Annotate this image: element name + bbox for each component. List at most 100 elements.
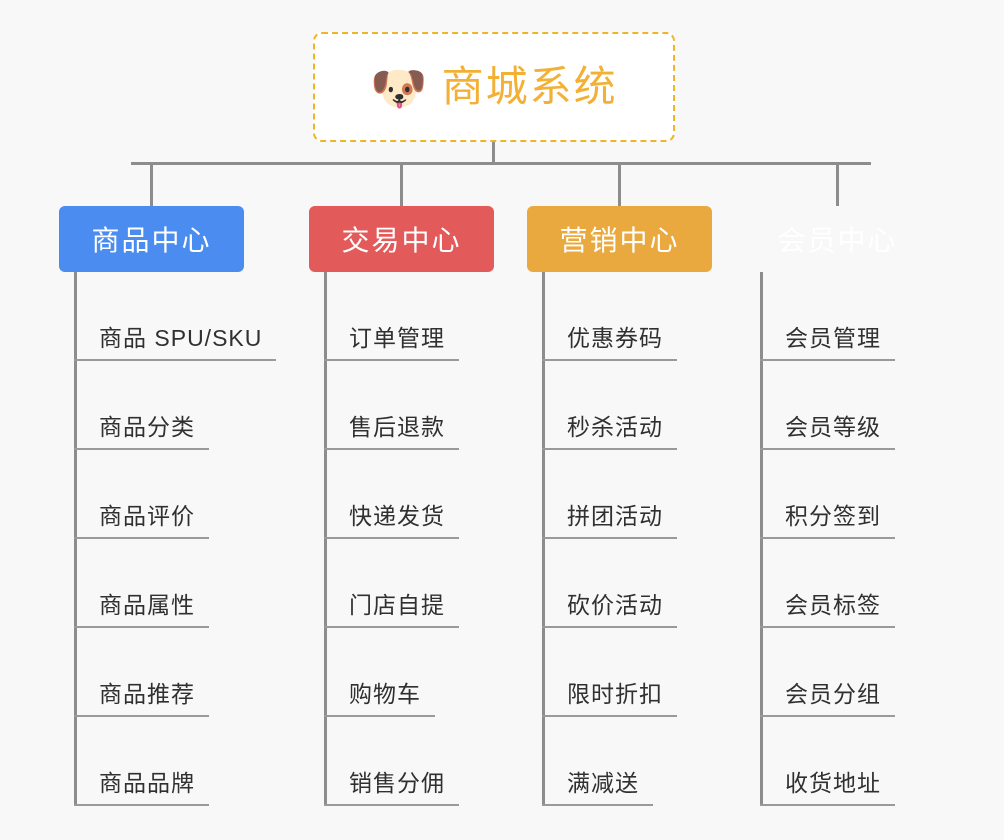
leaf-item-underline: 限时折扣: [542, 683, 677, 717]
leaf-item-underline: 商品 SPU/SKU: [74, 325, 277, 361]
leaf-item-underline: 商品评价: [74, 505, 209, 539]
category-header-label: 营销中心: [559, 225, 680, 256]
leaf-item-label: 商品属性: [99, 592, 195, 618]
leaf-item-underline: 售后退款: [324, 416, 459, 450]
leaf-item-underline: 会员分组: [760, 683, 895, 717]
leaf-item-label: 商品推荐: [99, 681, 195, 707]
leaf-item-underline: 购物车: [324, 683, 435, 717]
leaf-item-label: 秒杀活动: [567, 414, 663, 440]
leaf-item-label: 会员等级: [785, 414, 881, 440]
leaf-item[interactable]: 商品属性: [59, 539, 244, 628]
leaf-item-underline: 快递发货: [324, 505, 459, 539]
leaf-item-label: 会员标签: [785, 592, 881, 618]
leaf-item[interactable]: 会员标签: [745, 539, 930, 628]
leaf-item[interactable]: 快递发货: [309, 450, 494, 539]
leaf-item-label: 满减送: [567, 770, 639, 796]
leaf-item[interactable]: 积分签到: [745, 450, 930, 539]
leaf-item-underline: 会员标签: [760, 594, 895, 628]
leaf-item-label: 售后退款: [349, 414, 445, 440]
leaf-item-underline: 收货地址: [760, 772, 895, 806]
category-header-label: 会员中心: [777, 225, 898, 256]
leaf-list-marketing-center: 优惠券码秒杀活动拼团活动砍价活动限时折扣满减送: [527, 272, 712, 806]
shiba-dog-icon: 🐶: [370, 62, 428, 114]
leaf-item-label: 快递发货: [349, 503, 445, 529]
connector-spine-marketing-center: [542, 272, 545, 806]
leaf-list-product-center: 商品 SPU/SKU 商品分类商品评价商品属性商品推荐商品品牌: [59, 272, 277, 806]
leaf-item[interactable]: 会员管理: [745, 272, 930, 361]
category-header-label: 商品中心: [91, 225, 212, 256]
category-header-marketing-center[interactable]: 营销中心: [527, 206, 712, 272]
root-node-title: 商城系统: [441, 63, 618, 110]
connector-spine-product-center: [74, 272, 77, 806]
category-column-product-center: 商品中心商品 SPU/SKU 商品分类商品评价商品属性商品推荐商品品牌: [59, 206, 277, 806]
category-header-label: 交易中心: [341, 225, 462, 256]
category-column-marketing-center: 营销中心优惠券码秒杀活动拼团活动砍价活动限时折扣满减送: [527, 206, 712, 806]
connector-horizontal-bus: [131, 162, 871, 165]
leaf-item[interactable]: 售后退款: [309, 361, 494, 450]
leaf-item-label: 商品品牌: [99, 770, 195, 796]
leaf-item[interactable]: 会员分组: [745, 628, 930, 717]
leaf-item-label: 订单管理: [349, 325, 445, 351]
connector-root-stem: [492, 142, 495, 165]
leaf-item[interactable]: 商品 SPU/SKU: [59, 272, 277, 361]
leaf-item[interactable]: 限时折扣: [527, 628, 712, 717]
leaf-item[interactable]: 满减送: [527, 717, 712, 806]
leaf-item[interactable]: 购物车: [309, 628, 494, 717]
leaf-item-underline: 会员管理: [760, 327, 895, 361]
category-header-product-center[interactable]: 商品中心: [59, 206, 244, 272]
leaf-item-label: 限时折扣: [567, 681, 663, 707]
leaf-item-underline: 会员等级: [760, 416, 895, 450]
leaf-item-underline: 订单管理: [324, 327, 459, 361]
category-column-member-center: 会员中心会员管理会员等级积分签到会员标签会员分组收货地址: [745, 206, 930, 806]
leaf-item-underline: 积分签到: [760, 505, 895, 539]
leaf-item-label: 积分签到: [785, 503, 881, 529]
leaf-item-label: 砍价活动: [567, 592, 663, 618]
leaf-item[interactable]: 门店自提: [309, 539, 494, 628]
leaf-item[interactable]: 商品评价: [59, 450, 244, 539]
leaf-item-underline: 优惠券码: [542, 327, 677, 361]
connector-spine-member-center: [760, 272, 763, 806]
connector-drop-trade-center: [400, 162, 403, 206]
leaf-item[interactable]: 订单管理: [309, 272, 494, 361]
leaf-item-label: 商品评价: [99, 503, 195, 529]
connector-spine-trade-center: [324, 272, 327, 806]
leaf-item-underline: 秒杀活动: [542, 416, 677, 450]
leaf-list-trade-center: 订单管理售后退款快递发货门店自提购物车销售分佣: [309, 272, 494, 806]
leaf-item[interactable]: 销售分佣: [309, 717, 494, 806]
leaf-item-label: 商品 SPU/SKU: [99, 325, 263, 351]
leaf-item[interactable]: 商品分类: [59, 361, 244, 450]
leaf-item[interactable]: 优惠券码: [527, 272, 712, 361]
leaf-item-underline: 满减送: [542, 772, 653, 806]
category-column-trade-center: 交易中心订单管理售后退款快递发货门店自提购物车销售分佣: [309, 206, 494, 806]
connector-drop-product-center: [150, 162, 153, 206]
leaf-item[interactable]: 会员等级: [745, 361, 930, 450]
leaf-item-label: 收货地址: [785, 770, 881, 796]
leaf-item[interactable]: 收货地址: [745, 717, 930, 806]
leaf-item-underline: 商品分类: [74, 416, 209, 450]
connector-drop-marketing-center: [618, 162, 621, 206]
leaf-item-label: 优惠券码: [567, 325, 663, 351]
root-node-mall-system[interactable]: 🐶 商城系统: [313, 32, 675, 142]
leaf-item-label: 购物车: [349, 681, 421, 707]
leaf-item[interactable]: 商品推荐: [59, 628, 244, 717]
leaf-item-underline: 商品品牌: [74, 772, 209, 806]
leaf-item[interactable]: 砍价活动: [527, 539, 712, 628]
category-header-member-center[interactable]: 会员中心: [745, 206, 930, 272]
leaf-item[interactable]: 秒杀活动: [527, 361, 712, 450]
leaf-item-underline: 商品属性: [74, 594, 209, 628]
leaf-item-underline: 砍价活动: [542, 594, 677, 628]
leaf-item-underline: 门店自提: [324, 594, 459, 628]
leaf-item-label: 拼团活动: [567, 503, 663, 529]
leaf-item-label: 会员管理: [785, 325, 881, 351]
leaf-item-label: 门店自提: [349, 592, 445, 618]
connector-drop-member-center: [836, 162, 839, 206]
category-header-trade-center[interactable]: 交易中心: [309, 206, 494, 272]
leaf-item[interactable]: 拼团活动: [527, 450, 712, 539]
leaf-item-underline: 拼团活动: [542, 505, 677, 539]
leaf-item-underline: 销售分佣: [324, 772, 459, 806]
leaf-item-label: 会员分组: [785, 681, 881, 707]
leaf-item[interactable]: 商品品牌: [59, 717, 244, 806]
leaf-list-member-center: 会员管理会员等级积分签到会员标签会员分组收货地址: [745, 272, 930, 806]
leaf-item-underline: 商品推荐: [74, 683, 209, 717]
